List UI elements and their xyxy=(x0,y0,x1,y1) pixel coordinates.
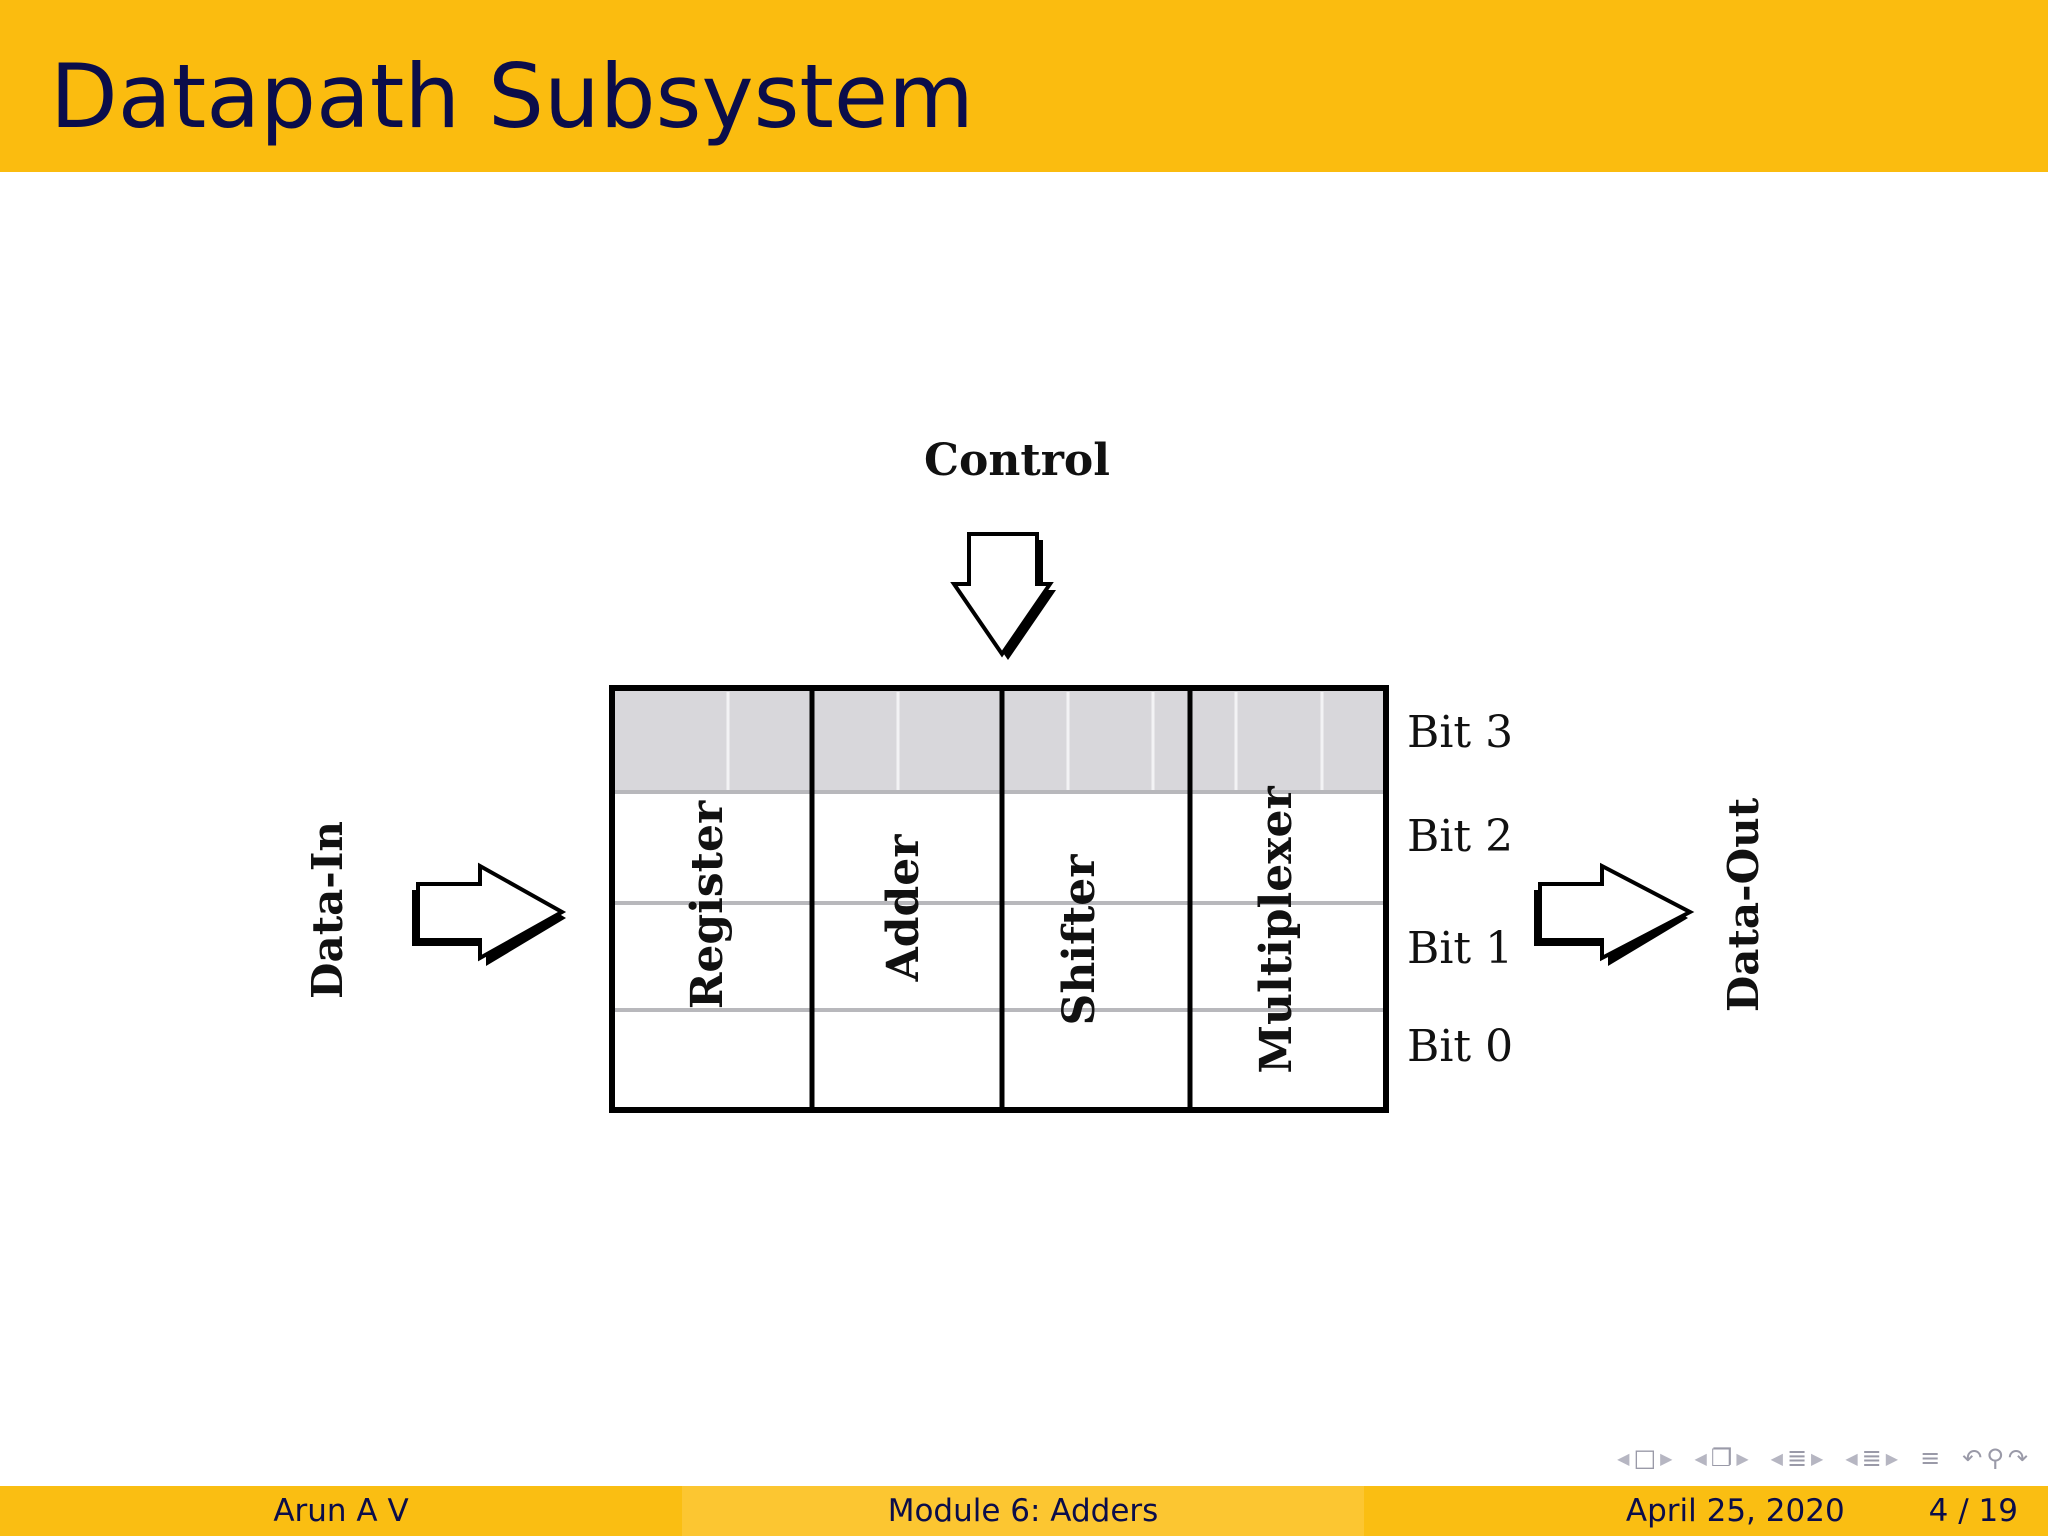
footer-author: Arun A V xyxy=(273,1493,409,1529)
column-label-shifter: Shifter xyxy=(1054,854,1105,1026)
search-icon[interactable]: ⚲ xyxy=(1986,1444,2004,1472)
bit-3-row-highlight xyxy=(612,690,1386,792)
next-arrow-icon[interactable]: ▶ xyxy=(1811,1448,1824,1468)
footer-module-cell: Module 6: Adders xyxy=(682,1486,1364,1536)
bit-label-2: Bit 2 xyxy=(1407,811,1513,862)
frame-nav-icon[interactable]: ❐ xyxy=(1710,1444,1733,1472)
next-arrow-icon[interactable]: ▶ xyxy=(1660,1448,1673,1468)
data-in-label: Data-In xyxy=(303,821,352,999)
bit-label-0: Bit 0 xyxy=(1407,1021,1513,1072)
data-out-label: Data-Out xyxy=(1719,797,1768,1012)
title-bar: Datapath Subsystem xyxy=(0,0,2048,172)
footer: Arun A V Module 6: Adders April 25, 2020… xyxy=(0,1486,2048,1536)
column-label-multiplexer: Multiplexer xyxy=(1251,786,1302,1074)
forward-icon[interactable]: ↷ xyxy=(2007,1444,2028,1472)
footer-page-number: 4 / 19 xyxy=(1928,1493,2018,1529)
data-in-arrow xyxy=(412,862,567,966)
prev-arrow-icon[interactable]: ◀ xyxy=(1770,1448,1783,1468)
highlight-subgrid xyxy=(726,692,1324,792)
next-arrow-icon[interactable]: ▶ xyxy=(1736,1448,1749,1468)
subsection-nav[interactable]: ◀ ≣ ▶ xyxy=(1771,1444,1824,1472)
slide-nav-icon[interactable]: □ xyxy=(1633,1444,1657,1472)
footer-module: Module 6: Adders xyxy=(887,1493,1159,1529)
footer-author-cell: Arun A V xyxy=(0,1486,682,1536)
slide-nav[interactable]: ◀ □ ▶ xyxy=(1617,1444,1672,1472)
datapath-box xyxy=(609,685,1389,1113)
column-separators xyxy=(809,688,1193,1110)
prev-arrow-icon[interactable]: ◀ xyxy=(1845,1448,1858,1468)
slide-title: Datapath Subsystem xyxy=(50,45,974,148)
bit-row-separators xyxy=(612,790,1386,1012)
control-label: Control xyxy=(924,435,1110,486)
column-label-register: Register xyxy=(682,800,733,1009)
section-nav[interactable]: ◀ ≣ ▶ xyxy=(1845,1444,1898,1472)
footer-date: April 25, 2020 xyxy=(1625,1493,1845,1529)
frame-nav[interactable]: ◀ ❐ ▶ xyxy=(1694,1444,1748,1472)
control-arrow xyxy=(950,532,1056,660)
bit-label-3: Bit 3 xyxy=(1407,707,1513,758)
data-out-arrow xyxy=(1534,862,1695,966)
back-icon[interactable]: ↶ xyxy=(1962,1444,1983,1472)
next-arrow-icon[interactable]: ▶ xyxy=(1885,1448,1899,1468)
section-nav-icon[interactable]: ≣ xyxy=(1861,1444,1882,1472)
outline-icon[interactable]: ≡ xyxy=(1920,1444,1941,1472)
navigation-bar: ◀ □ ▶ ◀ ❐ ▶ ◀ ≣ ▶ ◀ ≣ ▶ ≡ ↶ ⚲ ↷ xyxy=(1601,1440,2028,1476)
footer-date-cell: April 25, 2020 4 / 19 xyxy=(1364,1486,2048,1536)
column-label-adder: Adder xyxy=(878,834,929,983)
bit-label-1: Bit 1 xyxy=(1407,923,1513,974)
prev-arrow-icon[interactable]: ◀ xyxy=(1694,1448,1707,1468)
prev-arrow-icon[interactable]: ◀ xyxy=(1617,1448,1630,1468)
subsection-nav-icon[interactable]: ≣ xyxy=(1786,1444,1808,1472)
